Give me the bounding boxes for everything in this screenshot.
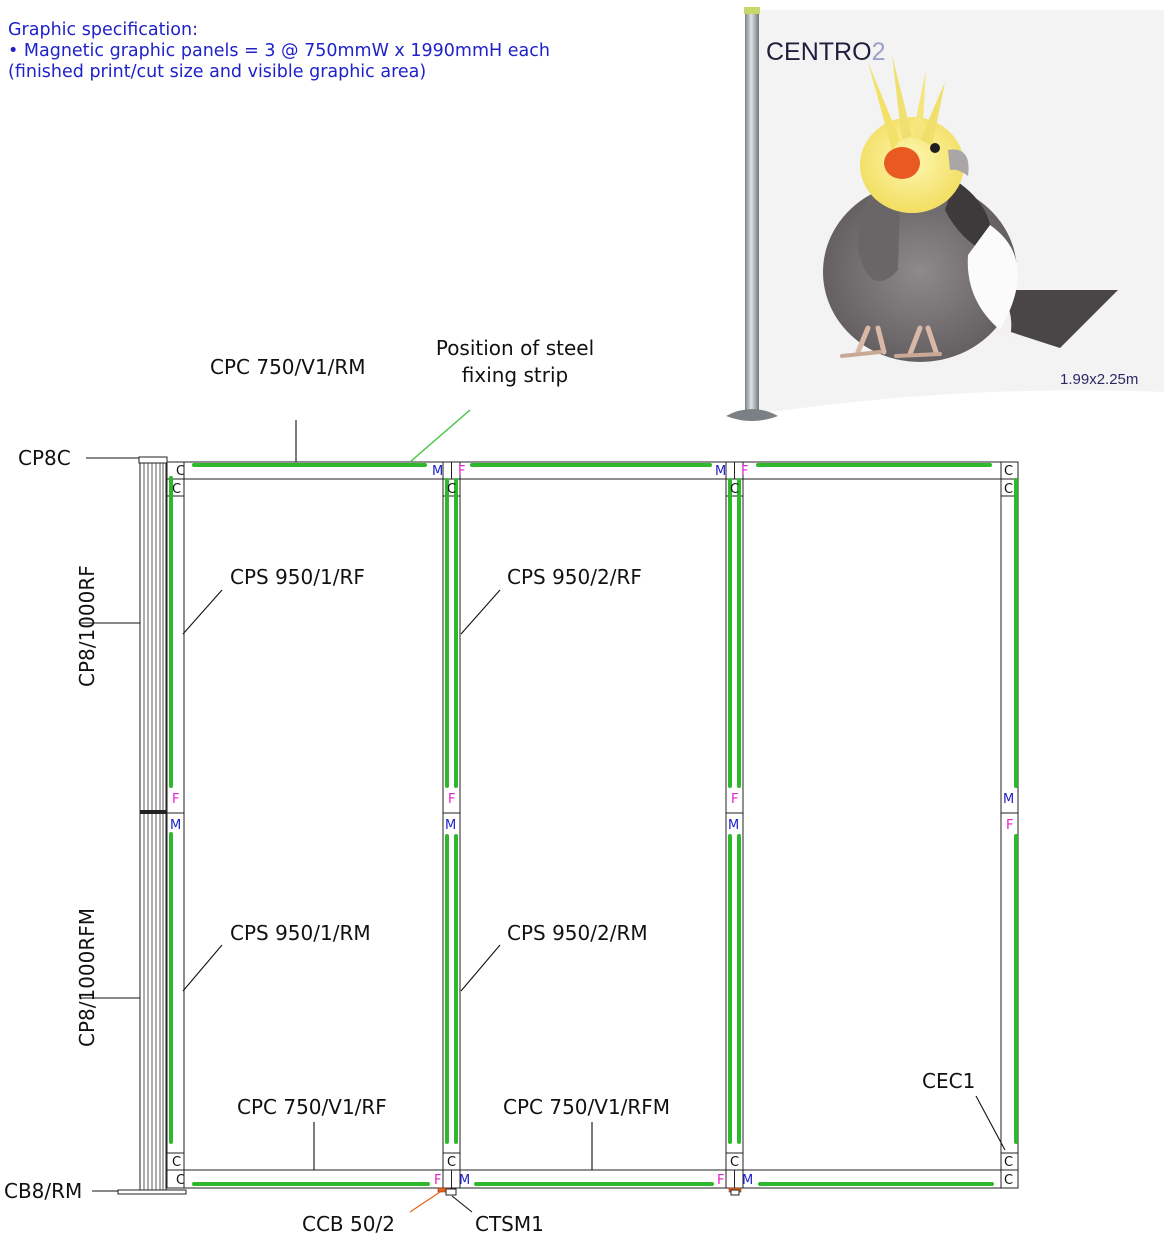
female-marker: F	[741, 464, 748, 479]
male-marker: M	[742, 1173, 753, 1188]
brand-logo: CENTRO2	[766, 38, 885, 66]
male-marker: M	[728, 818, 739, 833]
frame	[166, 461, 1019, 1189]
label-bottom-rail-1: CPC 750/V1/RF	[237, 1095, 387, 1119]
male-marker: M	[715, 464, 726, 479]
label-steel-strip-line2: fixing strip	[462, 363, 568, 387]
spec-line-panels: • Magnetic graphic panels = 3 @ 750mmW x…	[8, 41, 550, 61]
corner-c: C	[176, 464, 185, 479]
label-top-rail: CPC 750/V1/RM	[210, 355, 366, 379]
corner-c: C	[172, 482, 181, 497]
corner-c: C	[1004, 1173, 1013, 1188]
brand-name: CENTRO	[766, 38, 872, 66]
cockatiel-image	[823, 55, 1118, 362]
pole-cap	[138, 456, 168, 464]
label-base-bracket: CCB 50/2	[302, 1212, 395, 1236]
corner-c: C	[730, 1155, 739, 1170]
leader-lines	[80, 409, 1006, 1213]
corner-c: C	[1004, 464, 1013, 479]
component-labels: Position of steel fixing strip CPC 750/V…	[4, 336, 975, 1236]
label-pole-base: CB8/RM	[4, 1179, 82, 1203]
pole-foot-icon	[726, 409, 778, 421]
spec-line-note: (finished print/cut size and visible gra…	[8, 62, 427, 82]
spec-heading: Graphic specification:	[8, 20, 198, 40]
connector-markers: C C C C C C C C C C C C M F M F F M F M …	[170, 464, 1014, 1188]
female-marker: F	[1006, 818, 1013, 833]
corner-c: C	[1004, 1155, 1013, 1170]
male-marker: M	[170, 818, 181, 833]
label-strut-2-lower: CPS 950/2/RM	[507, 921, 648, 945]
label-strut-1-upper: CPS 950/1/RF	[230, 565, 365, 589]
pole-join	[140, 810, 166, 814]
label-pole-lower: CP8/1000RFM	[75, 908, 99, 1047]
corner-c: C	[176, 1173, 185, 1188]
brand-suffix: 2	[872, 38, 886, 66]
label-strut-2-upper: CPS 950/2/RF	[507, 565, 642, 589]
steel-fixing-strips	[169, 463, 1018, 1186]
label-bottom-rail-2: CPC 750/V1/RFM	[503, 1095, 670, 1119]
corner-c: C	[172, 1155, 181, 1170]
product-illustration: CENTRO2 1.99x2.25m	[726, 7, 1164, 421]
product-size: 1.99x2.25m	[1060, 371, 1138, 388]
stabiliser-shape-2	[730, 1189, 740, 1196]
label-pole-upper: CP8/1000RF	[75, 565, 99, 687]
male-marker: M	[1003, 792, 1014, 807]
corner-c: C	[730, 482, 739, 497]
label-pole-cap: CP8C	[18, 446, 71, 470]
label-end-cap: CEC1	[922, 1069, 975, 1093]
corner-c: C	[1004, 482, 1013, 497]
pole-icon	[745, 8, 759, 416]
female-marker: F	[731, 792, 738, 807]
male-marker: M	[445, 818, 456, 833]
label-steel-strip-line1: Position of steel	[436, 336, 594, 360]
stabiliser-shape	[445, 1188, 457, 1196]
label-strut-1-lower: CPS 950/1/RM	[230, 921, 371, 945]
female-marker: F	[172, 792, 179, 807]
outer-frame	[166, 461, 1019, 1189]
female-marker: F	[434, 1173, 441, 1188]
male-marker: M	[459, 1173, 470, 1188]
female-marker: F	[448, 792, 455, 807]
female-marker: F	[458, 464, 465, 479]
label-stabiliser: CTSM1	[475, 1212, 544, 1236]
pole-base	[117, 1189, 187, 1195]
graphic-specification: Graphic specification: • Magnetic graphi…	[8, 20, 550, 83]
pole-top-cap-icon	[744, 7, 760, 14]
male-marker: M	[432, 464, 443, 479]
pole-assembly	[117, 456, 187, 1195]
corner-c: C	[447, 1155, 456, 1170]
female-marker: F	[717, 1173, 724, 1188]
corner-c: C	[447, 482, 456, 497]
